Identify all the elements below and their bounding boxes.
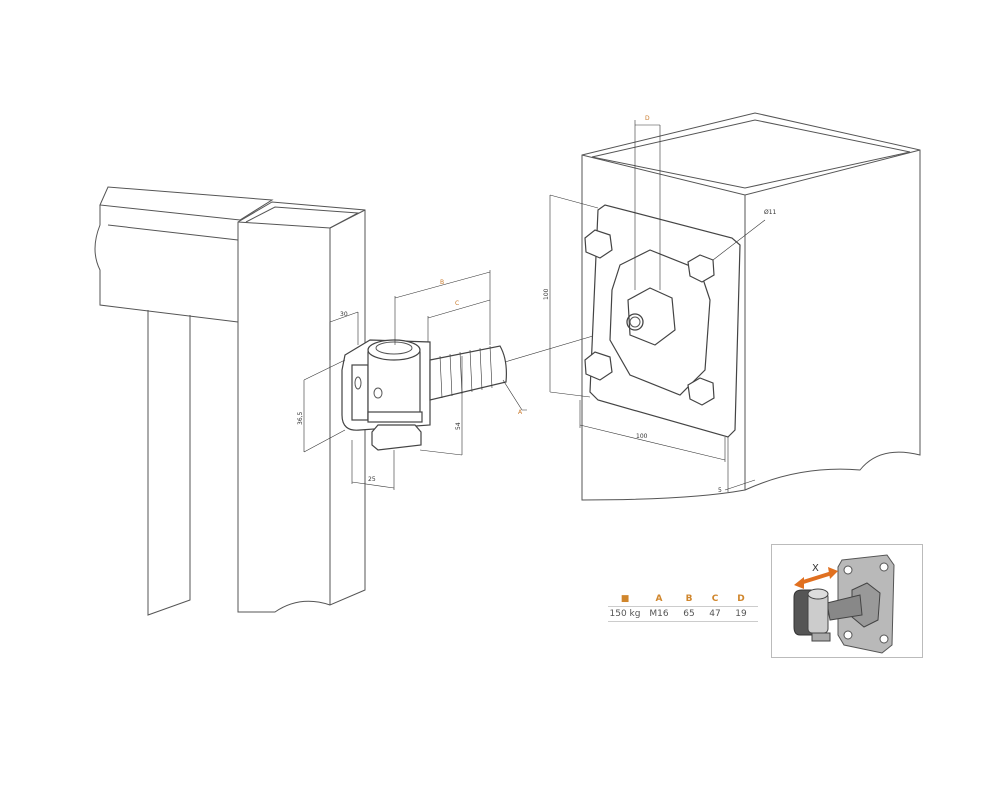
spec-header-b: B [685, 594, 693, 604]
spec-a: M16 [649, 609, 669, 619]
dim-30-label: 30 [340, 311, 348, 318]
dim-54-label: 54 [455, 422, 462, 430]
spec-header-c: C [711, 594, 719, 604]
dim-a-label: A [518, 409, 523, 416]
plate-width-label: 100 [636, 433, 648, 440]
hinge-eye-bolt [341, 339, 507, 451]
dim-c-label: C [455, 300, 459, 307]
spec-load: 150 kg [609, 609, 641, 619]
spec-table-header: ■ A B C D [608, 594, 758, 604]
spec-table-row: 150 kg M16 65 47 19 [608, 606, 758, 622]
hole-diameter-label: Ø11 [764, 209, 777, 216]
spec-header-d: D [737, 594, 745, 604]
hinge-dimensions [303, 270, 527, 490]
gate-frame [94, 186, 366, 616]
dim-d-label: D [645, 115, 650, 122]
adjustment-inset: X [771, 544, 923, 658]
inset-x-label: X [812, 563, 819, 574]
spec-header-a: A [655, 594, 663, 604]
adjustment-arrow-icon [799, 571, 833, 585]
inset-illustration: X [793, 554, 895, 654]
spec-d: 19 [735, 609, 747, 619]
dim-b-label: B [440, 279, 444, 286]
plate-height-label: 100 [543, 288, 550, 300]
base-plate [549, 120, 766, 492]
spec-c: 47 [709, 609, 721, 619]
plate-thickness-label: 5 [718, 487, 722, 494]
dim-25-label: 25 [368, 476, 376, 483]
dim-36-5-label: 36,5 [297, 411, 304, 425]
spec-b: 65 [683, 609, 695, 619]
square-post [581, 112, 921, 501]
weight-icon: ■ [620, 594, 630, 604]
spec-table: ■ A B C D 150 kg M16 65 47 19 [608, 594, 758, 622]
